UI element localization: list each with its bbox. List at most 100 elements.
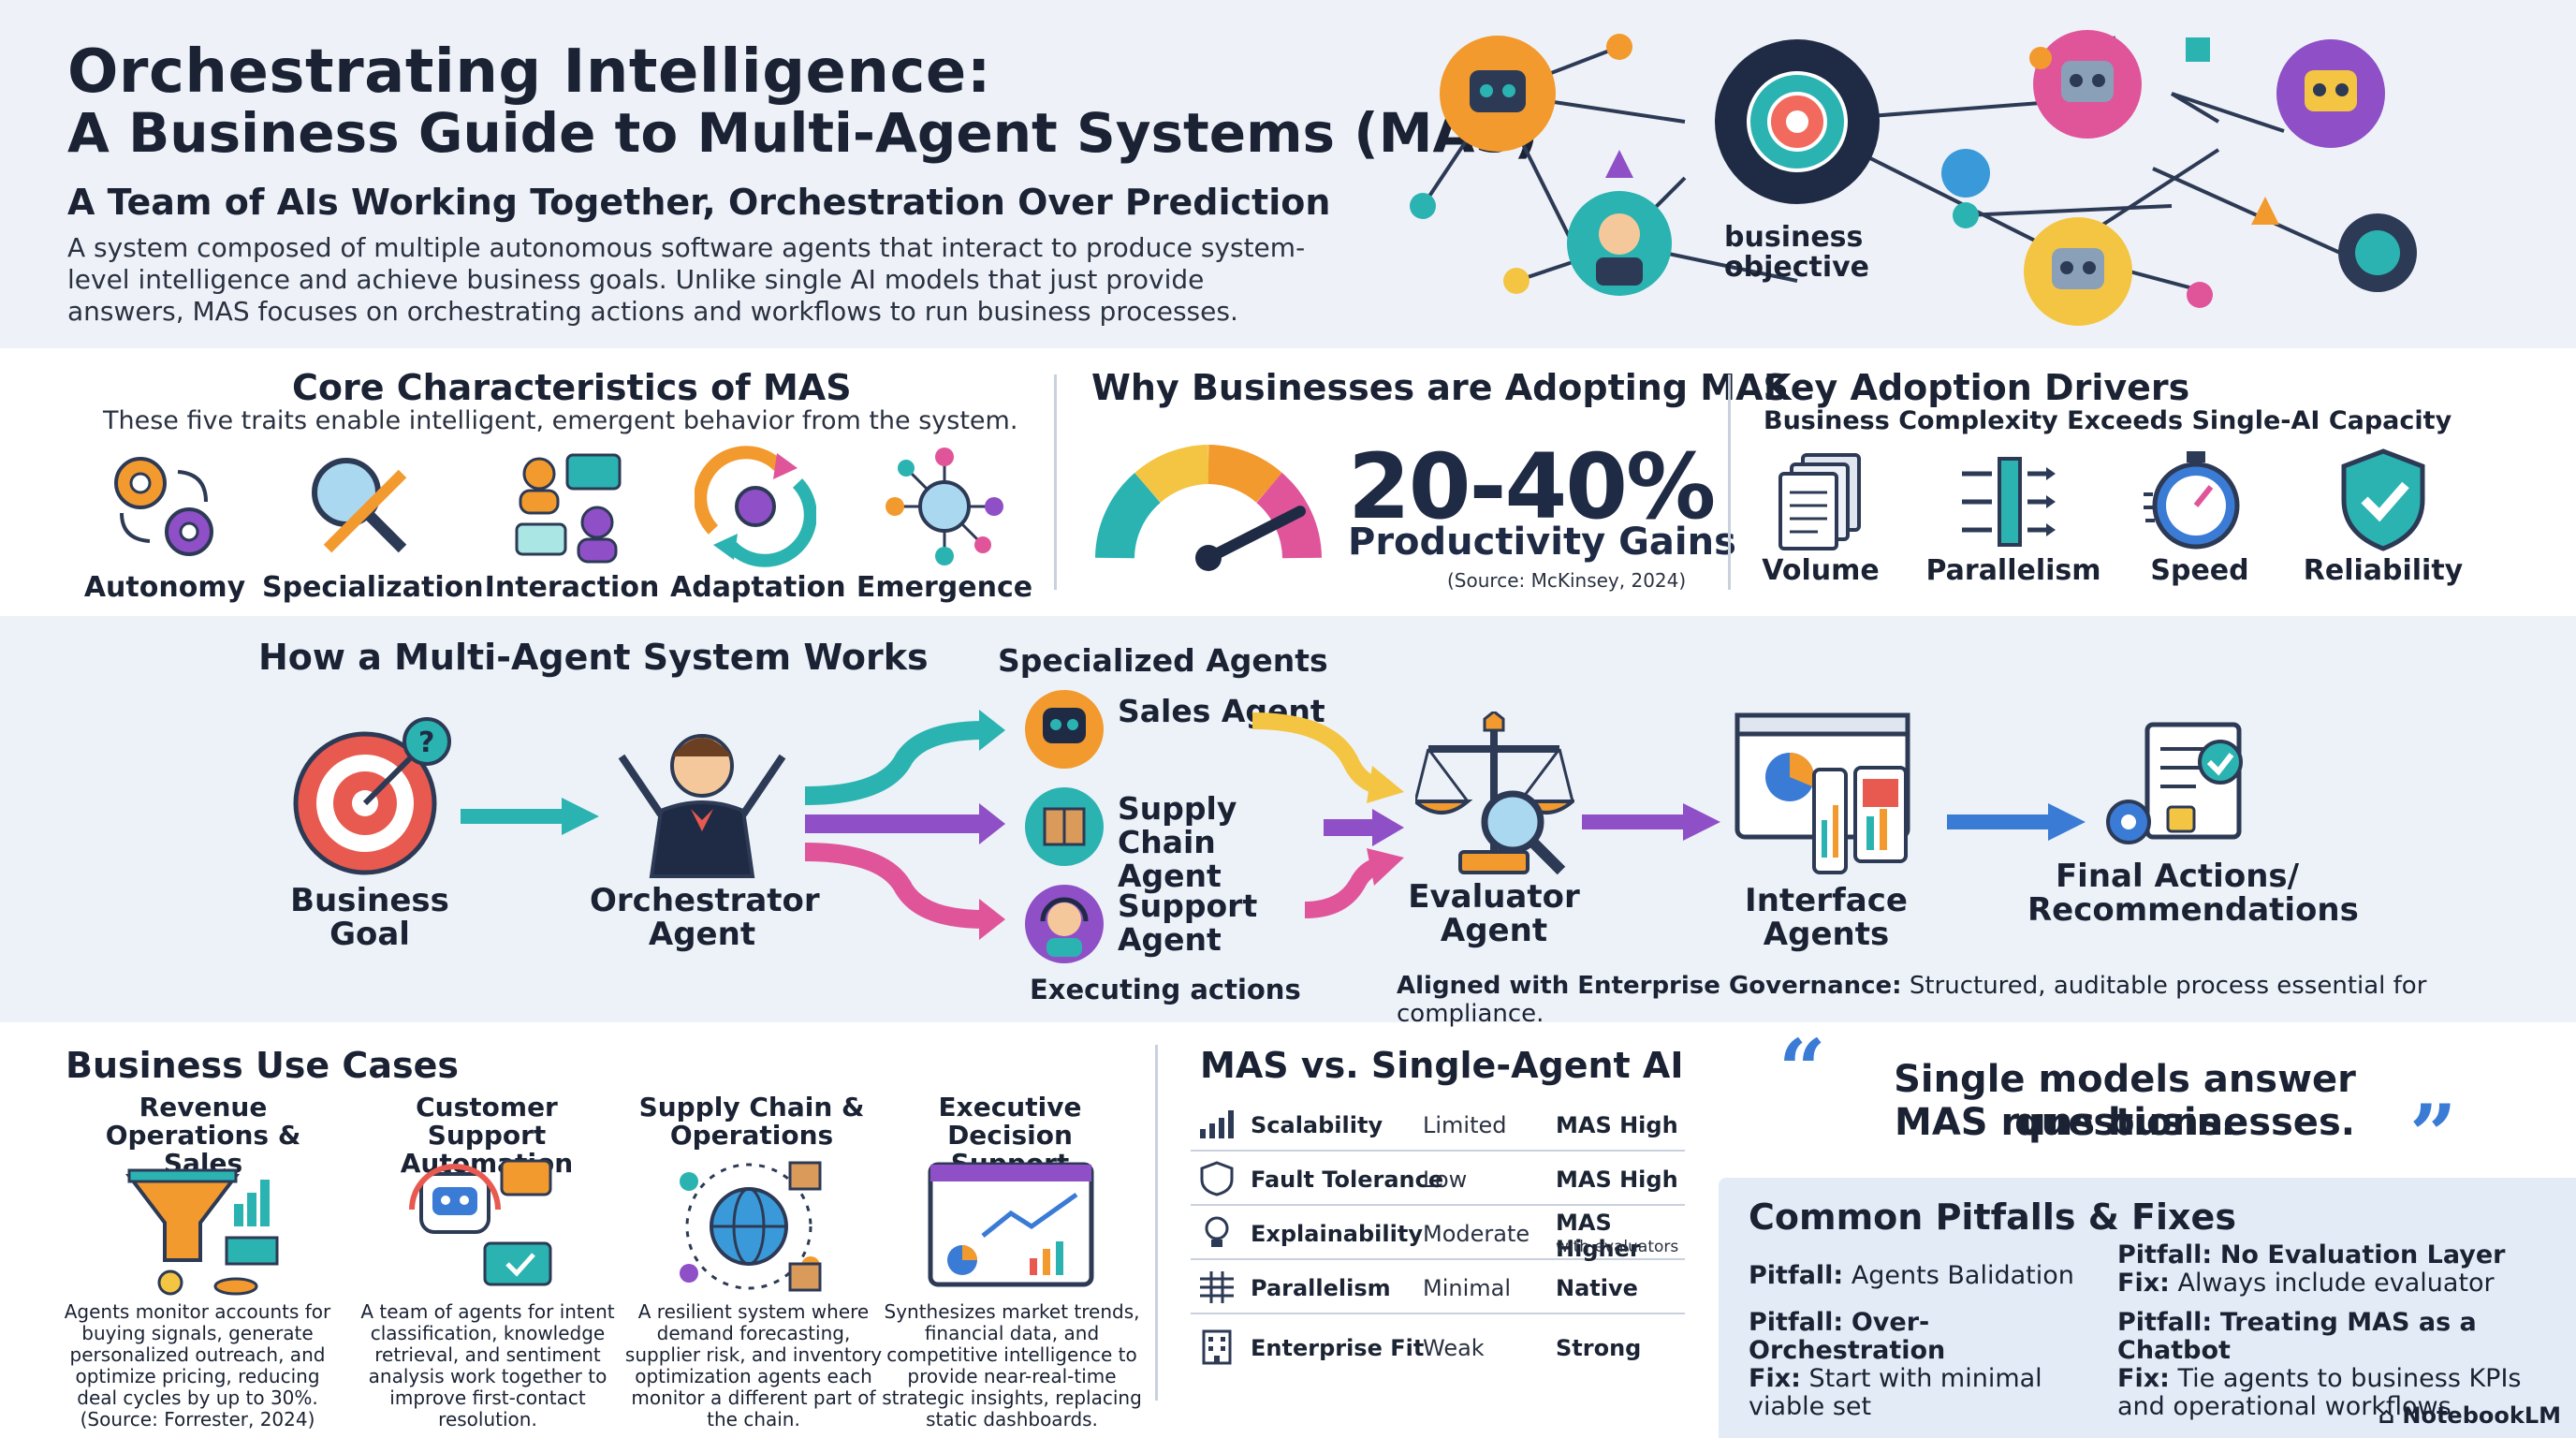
executing-actions-label: Executing actions	[1030, 974, 1301, 1005]
pitfall-prefix: Pitfall:	[1749, 1261, 1844, 1290]
driver-label-reliability: Reliability	[2303, 554, 2464, 587]
trait-label-autonomy: Autonomy	[83, 571, 246, 604]
governance-text: Structured, auditable process essential …	[1397, 972, 2427, 1028]
driver-label-speed: Speed	[2150, 554, 2249, 587]
page-title-line1: Orchestrating Intelligence:	[67, 37, 991, 107]
drivers-heading: Key Adoption Drivers	[1764, 367, 2190, 408]
use-case-description: A team of agents for intent classificati…	[360, 1300, 615, 1431]
svg-text:?: ?	[418, 726, 434, 759]
parallel-icon	[1200, 1271, 1234, 1303]
support-agent-icon	[1025, 885, 1104, 963]
supply-globe-icon	[680, 1161, 822, 1292]
interface-screens-icon	[1734, 712, 1910, 874]
pitfall-text: No Evaluation Layer	[2219, 1240, 2506, 1269]
trait-label-specialization: Specialization	[262, 571, 484, 604]
sales-agent-icon	[1025, 690, 1104, 769]
notebooklm-brand: ⌂ NotebookLM	[2378, 1402, 2561, 1429]
intro-text: A system composed of multiple autonomous…	[67, 232, 1306, 327]
comparison-single: Weak	[1423, 1335, 1485, 1361]
notebooklm-logo-icon: ⌂	[2378, 1402, 2403, 1429]
productivity-gauge	[1095, 445, 1322, 571]
gauge-needle	[1203, 506, 1306, 564]
comparison-mas-note: with evaluators	[1556, 1238, 1679, 1256]
pitfall-item: Pitfall: Treating MAS as a Chatbot Fix: …	[2117, 1309, 2548, 1421]
comparison-mas: MAS Higher	[1556, 1210, 1641, 1262]
adaptive-arrows-icon	[695, 446, 816, 567]
fix-text: Start with minimal viable set	[1749, 1364, 2042, 1421]
pitfall-item: Pitfall: Over-Orchestration Fix: Start w…	[1749, 1309, 2104, 1421]
productivity-source: (Source: McKinsey, 2024)	[1447, 569, 1687, 592]
use-case-title: Supply Chain & Operations	[638, 1092, 865, 1151]
evaluator-scales-icon	[1415, 712, 1574, 875]
comparison-row: Fault Tolerance Low MAS High	[1191, 1152, 1685, 1206]
productivity-label: Productivity Gains	[1348, 521, 1736, 564]
pitfall-text: Over-Orchestration	[1749, 1308, 1946, 1365]
pitfall-text: Treating MAS as a Chatbot	[2117, 1308, 2477, 1365]
comparison-row: Scalability Limited MAS High	[1191, 1097, 1685, 1152]
people-chat-icon	[515, 453, 622, 564]
header-band	[0, 0, 2576, 348]
fix-prefix: Fix:	[1749, 1364, 1801, 1393]
pitfall-prefix: Pitfall:	[1749, 1308, 1844, 1337]
comparison-feature: Parallelism	[1251, 1275, 1391, 1301]
magnifier-wrench-icon	[312, 458, 407, 553]
pitfall-item: Pitfall: No Evaluation Layer Fix: Always…	[2117, 1241, 2548, 1298]
use-case-description: A resilient system where demand forecast…	[624, 1300, 883, 1431]
dashboard-icon	[928, 1162, 1094, 1287]
comparison-single: Minimal	[1423, 1275, 1512, 1301]
flow-arrow	[1582, 803, 1720, 841]
fix-text: Tie agents to business KPIs and operatio…	[2117, 1364, 2522, 1421]
comparison-feature: Fault Tolerance	[1251, 1167, 1444, 1193]
comparison-mas: MAS High	[1556, 1167, 1678, 1193]
sales-funnel-icon	[124, 1168, 279, 1296]
use-cases-heading: Business Use Cases	[66, 1045, 459, 1086]
interface-agents-label: Interface Agents	[1745, 882, 1908, 953]
comparison-heading: MAS vs. Single-Agent AI	[1200, 1045, 1684, 1086]
comparison-mas: MAS High	[1556, 1112, 1678, 1138]
close-quote-icon: ”	[2409, 1086, 2457, 1183]
gears-cycle-icon	[114, 457, 213, 556]
pitfall-prefix: Pitfall:	[2117, 1308, 2213, 1337]
building-icon	[1202, 1329, 1232, 1365]
comparison-single: Low	[1423, 1167, 1468, 1193]
comparison-feature: Scalability	[1251, 1112, 1383, 1138]
stopwatch-icon	[2144, 451, 2240, 550]
support-agent-label: Support Agent	[1118, 888, 1258, 958]
parallel-arrows-icon	[1962, 457, 2056, 547]
orchestrator-agent-label: Orchestrator Agent	[590, 882, 820, 953]
bar-chart-icon	[1200, 1110, 1234, 1138]
page-title-line2: A Business Guide to Multi-Agent Systems …	[67, 101, 1539, 165]
supply-chain-agent-label: Supply Chain Agent	[1118, 790, 1237, 894]
branching-arrows	[804, 710, 1005, 940]
quote-line1: Single models answer questions.	[1894, 1058, 2356, 1144]
supply-chain-agent-icon	[1025, 787, 1104, 866]
comparison-feature: Enterprise Fit	[1251, 1335, 1425, 1361]
flow-heading: How a Multi-Agent System Works	[258, 637, 929, 678]
use-case-description: Agents monitor accounts for buying signa…	[64, 1300, 331, 1431]
use-case-description: Synthesizes market trends, financial dat…	[882, 1300, 1142, 1431]
trait-label-interaction: Interaction	[484, 571, 660, 604]
governance-bold: Aligned with Enterprise Governance:	[1397, 972, 1902, 1000]
pitfall-text: Agents Balidation	[1851, 1261, 2074, 1290]
comparison-single: Limited	[1423, 1112, 1507, 1138]
shield-icon	[1200, 1161, 1234, 1196]
flow-arrow	[1947, 803, 2086, 841]
lightbulb-icon	[1205, 1216, 1229, 1247]
page-subtitle: A Team of AIs Working Together, Orchestr…	[67, 182, 1331, 223]
pitfall-item: Pitfall: Agents Balidation	[1749, 1262, 2104, 1290]
documents-icon	[1778, 453, 1861, 550]
open-quote-icon: “	[1778, 1020, 1826, 1118]
core-heading: Core Characteristics of MAS	[292, 367, 852, 408]
trait-label-emergence: Emergence	[856, 571, 1033, 604]
evaluator-agent-label: Evaluator Agent	[1408, 878, 1580, 949]
target-goal-icon: ?	[293, 717, 451, 875]
fix-text: Always include evaluator	[2177, 1269, 2495, 1298]
hero-center-label: business objective	[1724, 221, 1870, 284]
final-actions-label: Final Actions/ Recommendations	[2027, 858, 2359, 929]
governance-note: Aligned with Enterprise Governance: Stru…	[1397, 972, 2576, 1028]
shield-check-icon	[2341, 448, 2425, 551]
quote-line2: MAS runs businesses.	[1895, 1101, 2355, 1144]
comparison-single: Moderate	[1423, 1221, 1530, 1247]
final-actions-icon	[2106, 722, 2243, 844]
agent-network-illustration	[1410, 30, 2417, 326]
